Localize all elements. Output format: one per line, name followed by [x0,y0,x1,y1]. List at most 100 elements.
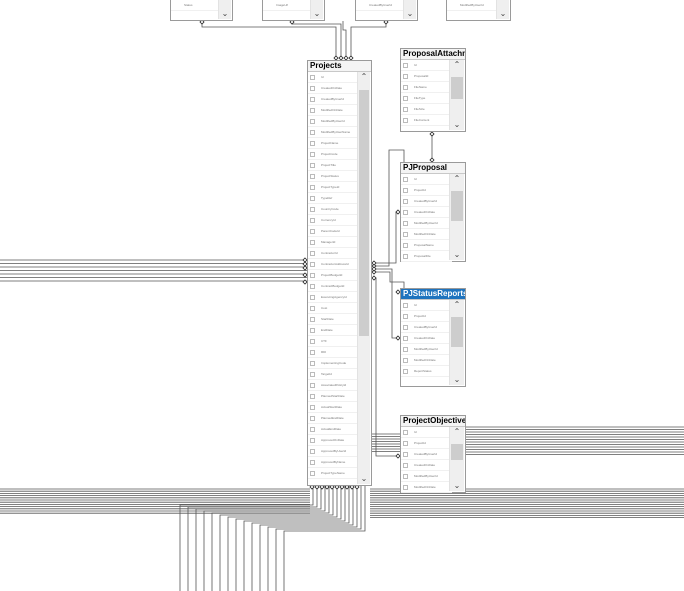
table-row[interactable]: CreatedOnDate [401,333,452,344]
column-checkbox[interactable] [403,232,408,237]
column-checkbox[interactable] [403,243,408,248]
column-checkbox[interactable] [310,339,315,344]
table-row[interactable]: ImplementingCode [308,358,359,369]
column-checkbox[interactable] [310,427,315,432]
partial-table-2[interactable]: ImageUrl ⌄ [262,0,325,21]
table-row[interactable]: FileContent [401,115,452,126]
relationship-endpoint[interactable] [324,484,330,490]
vertical-scrollbar[interactable]: ⌃ ⌄ [449,427,464,491]
column-checkbox[interactable] [310,273,315,278]
column-checkbox[interactable] [310,471,315,476]
relationship-line[interactable] [195,486,322,591]
chevron-down-icon[interactable]: ⌄ [360,474,368,483]
column-checkbox[interactable] [403,336,408,341]
relationship-endpoint[interactable] [371,266,377,272]
relationship-endpoint[interactable] [395,289,401,295]
chevron-down-icon[interactable]: ⌄ [453,481,461,490]
relationship-line[interactable] [275,486,362,591]
relationship-line[interactable] [203,486,326,591]
table-row[interactable]: ModifiedOnDate [308,105,359,116]
table-row[interactable]: ProposalId [401,71,452,82]
column-checkbox[interactable] [310,295,315,300]
table-row[interactable]: PlannedEndDate [308,413,359,424]
column-checkbox[interactable] [403,452,408,457]
column-checkbox[interactable] [403,441,408,446]
scrollbar-thumb[interactable] [451,444,463,460]
relationship-line[interactable] [350,21,387,60]
relationship-endpoint[interactable] [371,275,377,281]
table-row[interactable]: ModifiedOnDate [401,482,452,493]
vertical-scrollbar[interactable]: ⌄ [310,0,323,19]
column-checkbox[interactable] [403,210,408,215]
column-checkbox[interactable] [310,141,315,146]
table-row[interactable]: FileName [401,82,452,93]
column-checkbox[interactable] [403,85,408,90]
relationship-line[interactable] [227,486,338,591]
table-row[interactable]: Id [401,174,452,185]
column-checkbox[interactable] [310,405,315,410]
table-row[interactable]: FileSize [401,104,452,115]
column-checkbox[interactable] [403,474,408,479]
column-checkbox[interactable] [403,303,408,308]
column-checkbox[interactable] [403,188,408,193]
table-row[interactable]: ContractorAddressId [308,259,359,270]
table-row[interactable]: CreatedByUserId [356,0,406,11]
chevron-up-icon[interactable]: ⌃ [453,427,461,436]
vertical-scrollbar[interactable]: ⌃ ⌄ [357,72,370,484]
table-row[interactable]: ManagerId [308,237,359,248]
relationship-endpoint[interactable] [302,279,308,285]
table-row[interactable]: ModifiedByUserId [447,0,499,11]
relationship-endpoint[interactable] [319,484,325,490]
relationship-line[interactable] [372,211,400,264]
column-checkbox[interactable] [403,314,408,319]
table-row[interactable]: CountryCode [308,204,359,215]
column-checkbox[interactable] [403,325,408,330]
column-checkbox[interactable] [310,438,315,443]
table-row[interactable]: CTF [308,336,359,347]
column-checkbox[interactable] [310,174,315,179]
scrollbar-thumb[interactable] [451,191,463,221]
relationship-endpoint[interactable] [354,484,360,490]
table-row[interactable]: ContractBudgetId [308,281,359,292]
column-checkbox[interactable] [310,394,315,399]
table-row[interactable]: CreatedOnDate [401,207,452,218]
table-row[interactable]: ParentCodeId [308,226,359,237]
column-checkbox[interactable] [310,152,315,157]
table-row[interactable]: TargetId [308,369,359,380]
table-row[interactable]: Id [308,72,359,83]
column-checkbox[interactable] [403,63,408,68]
table-row[interactable]: ProposalName [401,240,452,251]
column-checkbox[interactable] [310,218,315,223]
chevron-down-icon[interactable]: ⌄ [499,9,507,18]
relationship-endpoint[interactable] [344,484,350,490]
table-title[interactable]: Projects [308,61,371,72]
scrollbar-thumb[interactable] [359,90,369,336]
relationship-line[interactable] [259,486,354,591]
table-row[interactable]: TypeRef [308,193,359,204]
table-row[interactable]: CreatedByUserId [401,449,452,460]
column-checkbox[interactable] [403,430,408,435]
column-checkbox[interactable] [310,372,315,377]
column-checkbox[interactable] [310,86,315,91]
column-checkbox[interactable] [310,449,315,454]
relationship-endpoint[interactable] [395,209,401,215]
scrollbar-thumb[interactable] [451,77,463,99]
column-checkbox[interactable] [403,177,408,182]
relationship-endpoint[interactable] [302,272,308,278]
table-row[interactable]: ContractorId [308,248,359,259]
column-checkbox[interactable] [310,130,315,135]
relationship-line[interactable] [342,21,347,60]
scrollbar-thumb[interactable] [451,317,463,347]
table-row[interactable]: ProjectName [308,138,359,149]
table-row[interactable]: ReportStatus [401,366,452,377]
relationship-endpoint[interactable] [383,19,389,25]
column-checkbox[interactable] [310,119,315,124]
table-row[interactable]: ApprovedByUserId [308,446,359,457]
table-row[interactable]: Id [401,427,452,438]
relationship-endpoint[interactable] [289,19,295,25]
chevron-down-icon[interactable]: ⌄ [221,9,229,18]
table-row[interactable]: CreatedByUserId [401,322,452,333]
